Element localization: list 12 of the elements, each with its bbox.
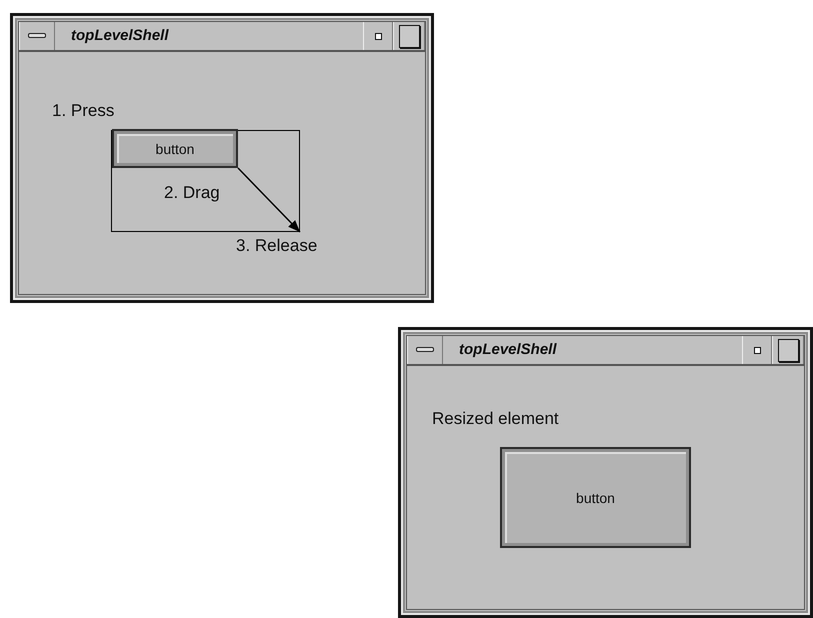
push-button: button <box>500 447 691 548</box>
step-label: 2. Drag <box>164 183 220 203</box>
window-title: topLevelShell <box>459 341 557 358</box>
push-button: button <box>112 129 238 168</box>
arrow <box>237 167 301 233</box>
window-frame <box>10 13 434 303</box>
step-label: Resized element <box>432 409 559 429</box>
step-label: 1. Press <box>52 101 114 121</box>
rubber-band-outline <box>111 130 300 232</box>
window-title: topLevelShell <box>71 27 169 44</box>
step-label: 3. Release <box>236 236 318 256</box>
window-frame <box>398 327 813 618</box>
